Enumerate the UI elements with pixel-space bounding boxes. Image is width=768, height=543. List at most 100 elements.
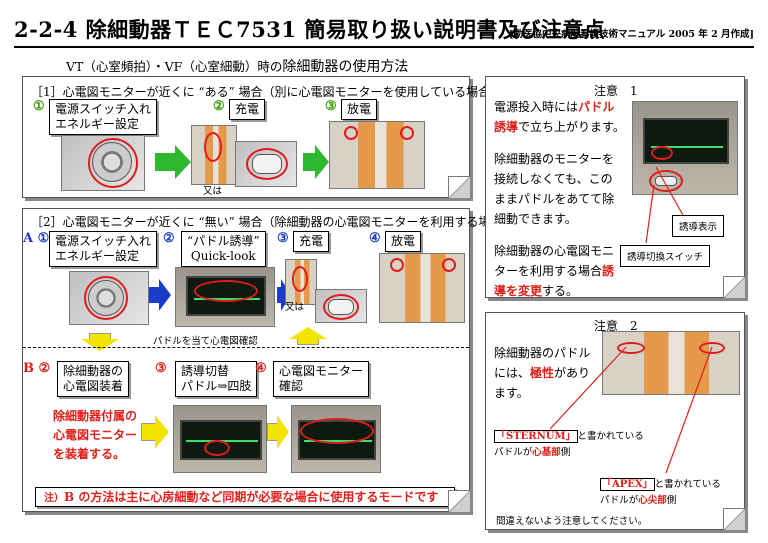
section-2-title: ［2］心電図モニターが近くに “無い” 場合（除細動器の心電図モニターを利用する…: [31, 215, 515, 229]
highlight-ring: [84, 276, 128, 320]
note-1-line-2: 誘導で立ち上がります。: [494, 117, 625, 137]
page-header: 2-2-4 除細動器ＴＥＣ7531 簡易取り扱い説明書及び注意点 [動医協中央病…: [14, 12, 754, 48]
s2-b-arrow-2-head-icon: [277, 415, 289, 449]
s2-divider: [23, 347, 469, 348]
highlight-ring: [246, 148, 288, 180]
note-1-line-9r: 導を変更: [494, 284, 543, 298]
s1-step3-num: ③: [325, 99, 337, 114]
highlight-ring: [323, 294, 359, 320]
s1-step3-label: 放電: [341, 99, 378, 120]
highlight-ring: [292, 266, 308, 292]
note-2-text: 除細動器のパドル には、極性があり ます。: [494, 343, 590, 403]
note-2-sternum-line2r: 心基部: [532, 447, 561, 458]
subtitle-main: 除細動器の使用方法: [282, 59, 409, 75]
s2-arrow-2-icon: [277, 287, 281, 303]
note-2-apex-line2a: パドルが: [600, 495, 639, 506]
note-2-line-2r: 極性: [530, 366, 555, 380]
panel-fold: [723, 276, 745, 298]
s1-arrow-1-icon: [155, 153, 175, 171]
s2-footnote-prefix: 注）: [44, 493, 64, 504]
s1-step2-label: 充電: [229, 99, 266, 120]
s1-step2-num: ②: [213, 99, 225, 114]
section-1-title: ［1］心電図モニターが近くに “ある” 場合（別に心電図モニターを使用している場…: [31, 85, 503, 99]
note-1-line-8r: 誘: [602, 264, 615, 278]
s2-down-arrow-head-icon: [81, 339, 119, 351]
s2-a-step4-num: ④: [369, 231, 381, 246]
s2-b-arrow-1-icon: [141, 423, 155, 441]
s2-footnote-text: B の方法は主に心房細動など同期が必要な場合に使用するモードです: [64, 490, 439, 504]
note-2-sternum-line2b: 側: [560, 447, 571, 458]
s2-a-discharge-photo: [379, 253, 465, 323]
s2-a-step4-label: 放電: [385, 231, 422, 252]
s2-up-arrow-body-icon: [297, 339, 319, 345]
s2-a-step2-num: ②: [163, 231, 175, 246]
s2-or-label: 又は: [285, 302, 305, 313]
note-2-line-2a: には、: [494, 366, 531, 380]
s1-step1-line2: エネルギー設定: [55, 117, 140, 131]
note-1-line-2r: 誘導: [494, 120, 519, 134]
note-2-sternum-line2a: パドルが: [494, 447, 533, 458]
note-2-sternum-text: と書かれている: [577, 431, 644, 442]
s2-b-step4-label: 心電図モニター 確認: [273, 361, 370, 397]
note-2-title: 注意 2: [594, 319, 638, 333]
highlight-ring: [194, 280, 258, 302]
s2-b-monitor-photo-2: [291, 405, 381, 473]
highlight-ring: [344, 126, 358, 140]
s2-b-step2-line1: 除細動器の: [63, 364, 124, 378]
note-2-apex-line2b: 側: [666, 495, 677, 506]
note-1-line-7: 除細動器の心電図モニ: [494, 244, 615, 258]
ecg-trace: [651, 146, 723, 148]
s2-paddle-note: パドルを当て心電図確認: [153, 336, 258, 347]
note-1-title: 注意 1: [594, 84, 638, 98]
s2-a-step1-label: 電源スイッチ入れ エネルギー設定: [49, 231, 158, 267]
note-2-line-2b: があり: [554, 366, 591, 380]
note-2-apex-note: 「APEX」と書かれている パドルが心尖部側: [600, 477, 721, 509]
s2-b-step2-line2: 心電図装着: [63, 379, 124, 393]
s2-b-note-line1: 除細動器付属の: [53, 409, 138, 423]
note-1-line-5: ままパドルをあてて除: [494, 192, 615, 206]
s2-a-step1-line1: 電源スイッチ入れ: [55, 234, 152, 248]
s2-b-step4-line2: 確認: [279, 379, 304, 393]
highlight-ring: [204, 132, 222, 162]
s2-a-label: A ①: [23, 231, 50, 246]
s2-arrow-1-icon: [149, 287, 159, 303]
section-2-panel: ［2］心電図モニターが近くに “無い” 場合（除細動器の心電図モニターを利用する…: [22, 208, 515, 512]
s2-b-arrow-2-icon: [267, 423, 277, 441]
s2-footnote-box: 注）B の方法は主に心房細動など同期が必要な場合に使用するモードです: [35, 487, 455, 507]
s2-b-monitor-photo-1: [173, 405, 267, 473]
highlight-ring: [442, 258, 456, 272]
note-1-line-1a: 電源投入時には: [494, 100, 579, 114]
monitor-screen: [643, 118, 729, 164]
s2-a-step1-line2: エネルギー設定: [55, 249, 140, 263]
note-1-lead-switch-callout: 誘導切換スイッチ: [620, 245, 711, 267]
s2-up-arrow-head-icon: [289, 327, 327, 339]
s2-a-step2-label: “パドル誘導” Quick-look: [181, 231, 266, 267]
s2-a-dial-photo: [69, 271, 149, 325]
subtitle-prefix: VT（心室頻拍）・VF（心室細動）時の: [66, 59, 283, 74]
s1-arrow-2-head-icon: [315, 145, 329, 179]
note-2-caution: 間違えないよう注意してください。: [496, 516, 648, 527]
note-2-sternum-note: 「STERNUM」と書かれている パドルが心基部側: [494, 429, 644, 461]
page-source: [動医協中央病院看護技術マニュアル 2005 年 2 月作成]: [509, 29, 754, 40]
highlight-ring: [88, 138, 138, 188]
note-2-line-1: 除細動器のパドル: [494, 346, 591, 360]
panel-fold: [448, 490, 470, 512]
note-2-apex-line1: 「APEX」と書かれている: [600, 477, 721, 493]
s1-arrow-2-icon: [303, 153, 315, 171]
note-2-callout-lines: [549, 346, 713, 474]
panel-fold: [448, 176, 470, 198]
note-1-callout-lines: [645, 166, 685, 244]
note-2-paddles-photo: [602, 331, 740, 395]
note-1-line-8: ターを利用する場合誘: [494, 261, 625, 281]
s1-or-label: 又は: [203, 186, 223, 197]
s2-b-step3-line2: パドル⇒四肢: [181, 379, 252, 393]
s1-step1-line1: 電源スイッチ入れ: [55, 102, 152, 116]
s2-a-quicklook-photo: [175, 267, 275, 327]
s1-discharge-photo: [329, 121, 425, 189]
highlight-ring: [649, 170, 683, 192]
s1-step1-label: 電源スイッチ入れ エネルギー設定: [49, 99, 158, 135]
note-2-panel: 注意 2 除細動器のパドル には、極性があり ます。 「STERNUM」と書かれ…: [485, 312, 745, 530]
s2-b-step4-line1: 心電図モニター: [279, 364, 364, 378]
note-1-line-9: 導を変更する。: [494, 281, 625, 301]
note-1-line-1: 電源投入時にはパドル: [494, 97, 625, 117]
